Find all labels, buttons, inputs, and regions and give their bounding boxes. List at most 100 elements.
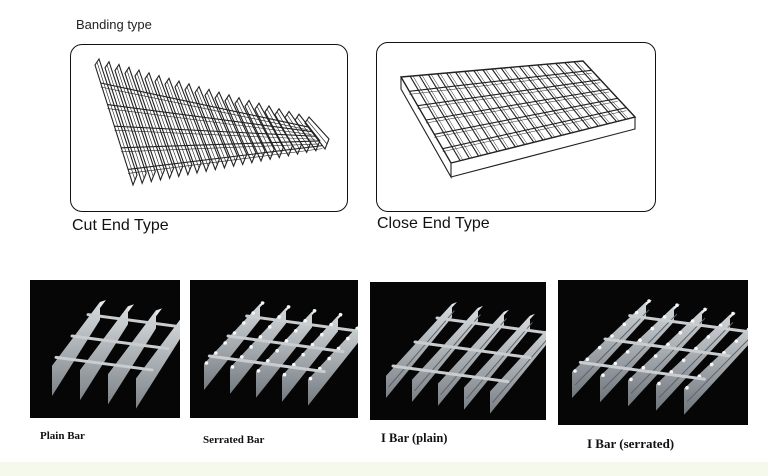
i-bar-web [602,313,678,390]
cut-end-grating-drawing [94,57,330,187]
serration-notch [709,362,714,367]
close-end-frame-top [399,60,637,164]
serration-notch [204,361,209,365]
serration-notch [286,305,291,309]
close-end-grating-drawing [399,60,637,180]
serration-notch [327,356,331,361]
close-end-label: Close End Type [377,215,490,232]
cross-rod [391,364,510,384]
bearing-bar-side [52,302,100,396]
serrated-bar-caption: Serrated Bar [203,434,265,446]
cut-end-bar-edge [146,75,181,172]
bearing-bar-side [308,326,358,406]
bearing-bar-side [684,328,748,415]
cut-end-bar-edge [206,92,236,162]
serration-notch [585,357,590,362]
plain-bar-caption: Plain Bar [40,430,85,442]
serration-notch [610,334,614,338]
cut-end-bar-edge [176,83,209,167]
cut-end-bar-edge [116,67,154,177]
serration-notch [573,369,577,373]
serration-notch [634,310,639,315]
cut-end-bearing-bar [134,68,175,180]
serration-notch [675,303,679,307]
i-bar-serrated-caption: I Bar (serrated) [587,436,675,451]
cut-end-bearing-bar [114,63,156,184]
serration-notch [703,307,707,312]
serration-notch [310,342,315,347]
serration-notch [214,351,218,355]
close-end-cross-bar [409,69,592,92]
cut-end-bearing-bar [194,85,230,170]
serration-notch [249,345,253,349]
serration-notch [266,359,270,363]
serration-notch [329,322,333,327]
close-end-frame-side [400,77,452,180]
serration-notch [601,373,605,377]
bearing-bar-side [282,315,338,402]
cross-rod [603,337,731,358]
cut-end-bearing-bar [244,99,275,161]
serration-notch [669,370,674,374]
serration-notch [666,342,670,347]
serrated-bar-grating [204,301,358,406]
cut-end-bar-edge [226,97,255,158]
serration-notch [260,301,265,305]
serration-notch [338,312,343,317]
bearing-bar-side [256,311,312,398]
cut-end-panel [70,44,348,212]
i-bar-web [492,339,546,403]
serration-notch [301,352,305,357]
cut-end-bar-edge [166,81,200,169]
cross-rod [207,354,326,374]
i-bar-web [574,309,650,386]
cut-end-bar-edge [216,95,245,160]
cut-end-cross-bar-edge [107,108,312,135]
cut-end-bearing-bar [174,79,211,173]
plain-bar-grating [52,300,180,409]
cut-end-bar-edge [186,86,218,165]
plain-bar-photo [30,280,180,418]
bearing-bar-side [230,307,286,394]
close-end-cross-bar-edge [442,110,627,152]
serration-notch [625,350,630,354]
serration-notch [647,299,651,303]
i-bar-web [686,339,748,403]
cross-rod [435,316,546,335]
close-end-cross-bar-edge [417,82,601,109]
serration-notch [282,372,287,377]
close-end-frame-front [450,117,636,178]
i-bar-plain-caption: I Bar (plain) [381,431,448,445]
cut-end-label: Cut End Type [72,217,169,234]
serration-notch [240,355,244,359]
i-bar-serrated-photo [558,280,748,425]
bottom-strip [0,462,768,476]
cut-end-bar-edge [96,61,136,181]
cross-rod [245,314,358,333]
cut-end-bearing-bar [304,116,330,151]
serration-notch [277,315,281,319]
close-end-cross-bar-edge [409,73,592,95]
cut-end-bearing-bar [104,60,147,185]
i-bar-serrated-grating [572,299,748,415]
cut-end-cross-bar [121,140,319,149]
serration-notch [641,365,646,370]
cross-rod [70,334,170,351]
cross-rod [578,360,706,381]
serration-notch [731,311,735,316]
serration-notch [638,338,642,342]
serration-notch [230,365,235,369]
serration-notch [629,377,633,382]
serration-notch [275,349,279,353]
bearing-bar-side [108,310,156,405]
cut-end-bar-edge [106,64,145,179]
serration-notch [258,335,263,339]
serration-notch [685,386,689,390]
cut-end-cross-bar [100,82,309,128]
serration-notch [312,309,317,313]
serration-notch [657,381,661,386]
serration-notch [251,311,255,315]
cut-end-cross-bar-edge [128,148,323,174]
serration-notch [734,339,739,343]
serration-notch [320,332,324,337]
